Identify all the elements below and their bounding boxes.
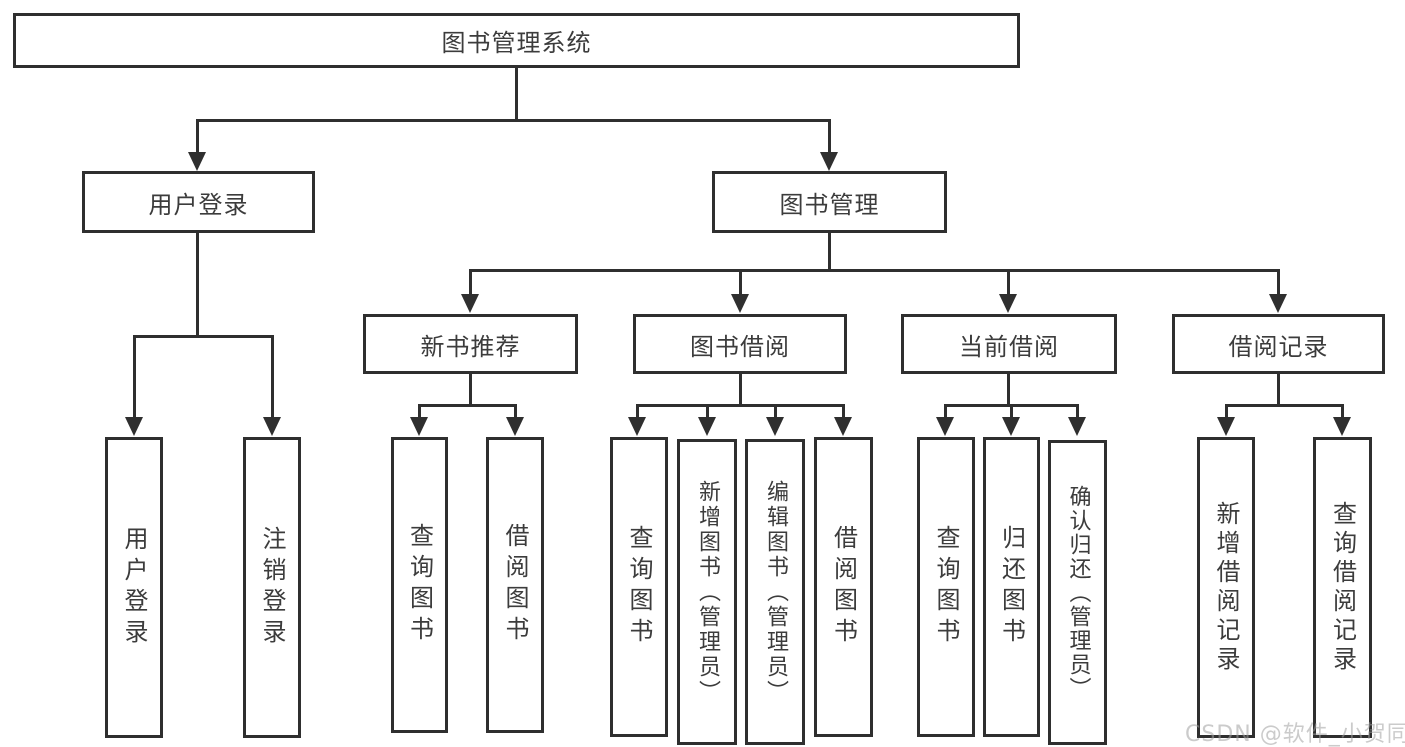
leaf-confirm-return-admin: 确认归还（管理员） <box>1048 440 1107 745</box>
connector-stub <box>943 405 947 419</box>
leaf-label: 查询借阅记录 <box>1328 500 1357 675</box>
connector-stub <box>1006 270 1010 297</box>
arrow-down-icon <box>766 417 784 436</box>
leaf-query-books: 查询图书 <box>610 437 668 737</box>
arrow-down-icon <box>731 294 749 313</box>
leaf-label: 借阅图书 <box>829 525 858 649</box>
connector-stub <box>1006 374 1010 407</box>
connector-rail <box>468 268 1280 272</box>
connector-root-stub <box>514 68 518 121</box>
leaf-label: 归还图书 <box>997 525 1026 649</box>
arrow-down-icon <box>410 417 428 436</box>
arrow-down-icon <box>834 417 852 436</box>
connector-stub <box>417 405 421 419</box>
connector-stub <box>1276 374 1280 407</box>
connector-stub <box>738 270 742 297</box>
leaf-label: 新增借阅记录 <box>1212 500 1240 675</box>
leaf-user-login: 用户登录 <box>105 437 163 738</box>
leaf-return-books: 归还图书 <box>983 437 1040 737</box>
connector-stub <box>513 405 517 419</box>
node-new-book-recommend: 新书推荐 <box>363 314 578 374</box>
connector-root-rail <box>195 118 831 122</box>
node-book-management: 图书管理 <box>712 171 947 233</box>
leaf-label: 新增图书（管理员） <box>695 479 720 705</box>
arrow-down-icon <box>698 417 716 436</box>
leaf-query-books: 查询图书 <box>917 437 975 737</box>
arrow-down-icon <box>125 417 143 436</box>
arrow-down-icon <box>461 294 479 313</box>
connector-stub <box>270 336 274 418</box>
arrow-down-icon <box>506 417 524 436</box>
connector-rail <box>635 403 845 407</box>
leaf-label: 注销登录 <box>258 525 286 650</box>
connector-stub <box>1276 270 1280 297</box>
connector-stub <box>1224 405 1228 419</box>
arrow-down-icon <box>263 417 281 436</box>
connector-stub <box>738 374 742 407</box>
arrow-down-icon <box>1068 417 1086 436</box>
csdn-watermark: CSDN @软件_小贺同学 <box>1185 722 1405 747</box>
connector-stub <box>827 120 831 154</box>
arrow-down-icon <box>936 417 954 436</box>
arrow-down-icon <box>628 417 646 436</box>
leaf-logout: 注销登录 <box>243 437 301 738</box>
arrow-down-icon <box>999 294 1017 313</box>
arrow-down-icon <box>188 152 206 171</box>
connector-stub <box>705 405 709 419</box>
connector-rail <box>417 403 517 407</box>
arrow-down-icon <box>1269 294 1287 313</box>
leaf-label: 借阅图书 <box>501 523 529 647</box>
connector-stub <box>1340 405 1344 419</box>
node-borrow-records: 借阅记录 <box>1172 314 1385 374</box>
connector-stub <box>468 270 472 297</box>
leaf-label: 编辑图书（管理员） <box>763 479 788 705</box>
connector-stub <box>468 374 472 407</box>
node-book-borrow: 图书借阅 <box>633 314 847 374</box>
leaf-label: 用户登录 <box>120 525 148 650</box>
leaf-borrow-books: 借阅图书 <box>814 437 873 737</box>
leaf-edit-books-admin: 编辑图书（管理员） <box>745 439 805 745</box>
connector-rail <box>132 334 274 338</box>
node-user-login: 用户登录 <box>82 171 315 233</box>
connector-stub <box>1075 405 1079 419</box>
leaf-label: 查询图书 <box>932 525 960 649</box>
arrow-down-icon <box>1333 417 1351 436</box>
leaf-query-books: 查询图书 <box>391 437 448 733</box>
leaf-add-borrow-record: 新增借阅记录 <box>1197 437 1255 738</box>
leaf-label: 查询图书 <box>405 523 434 647</box>
leaf-query-borrow-record: 查询借阅记录 <box>1313 437 1372 738</box>
arrow-down-icon <box>820 152 838 171</box>
connector-stub <box>635 405 639 419</box>
arrow-down-icon <box>1002 417 1020 436</box>
connector-stub <box>132 336 136 418</box>
leaf-borrow-books: 借阅图书 <box>486 437 544 733</box>
node-root-library-system: 图书管理系统 <box>13 13 1020 68</box>
connector-stub <box>841 405 845 419</box>
connector-stub <box>827 233 831 272</box>
connector-stub <box>773 405 777 419</box>
connector-stub <box>195 120 199 154</box>
connector-stub <box>1009 405 1013 419</box>
connector-stub <box>195 233 199 338</box>
leaf-add-books-admin: 新增图书（管理员） <box>677 439 737 745</box>
node-current-borrow: 当前借阅 <box>901 314 1117 374</box>
leaf-label: 查询图书 <box>625 525 653 649</box>
connector-rail <box>1224 403 1344 407</box>
arrow-down-icon <box>1217 417 1235 436</box>
leaf-label: 确认归还（管理员） <box>1065 484 1091 701</box>
